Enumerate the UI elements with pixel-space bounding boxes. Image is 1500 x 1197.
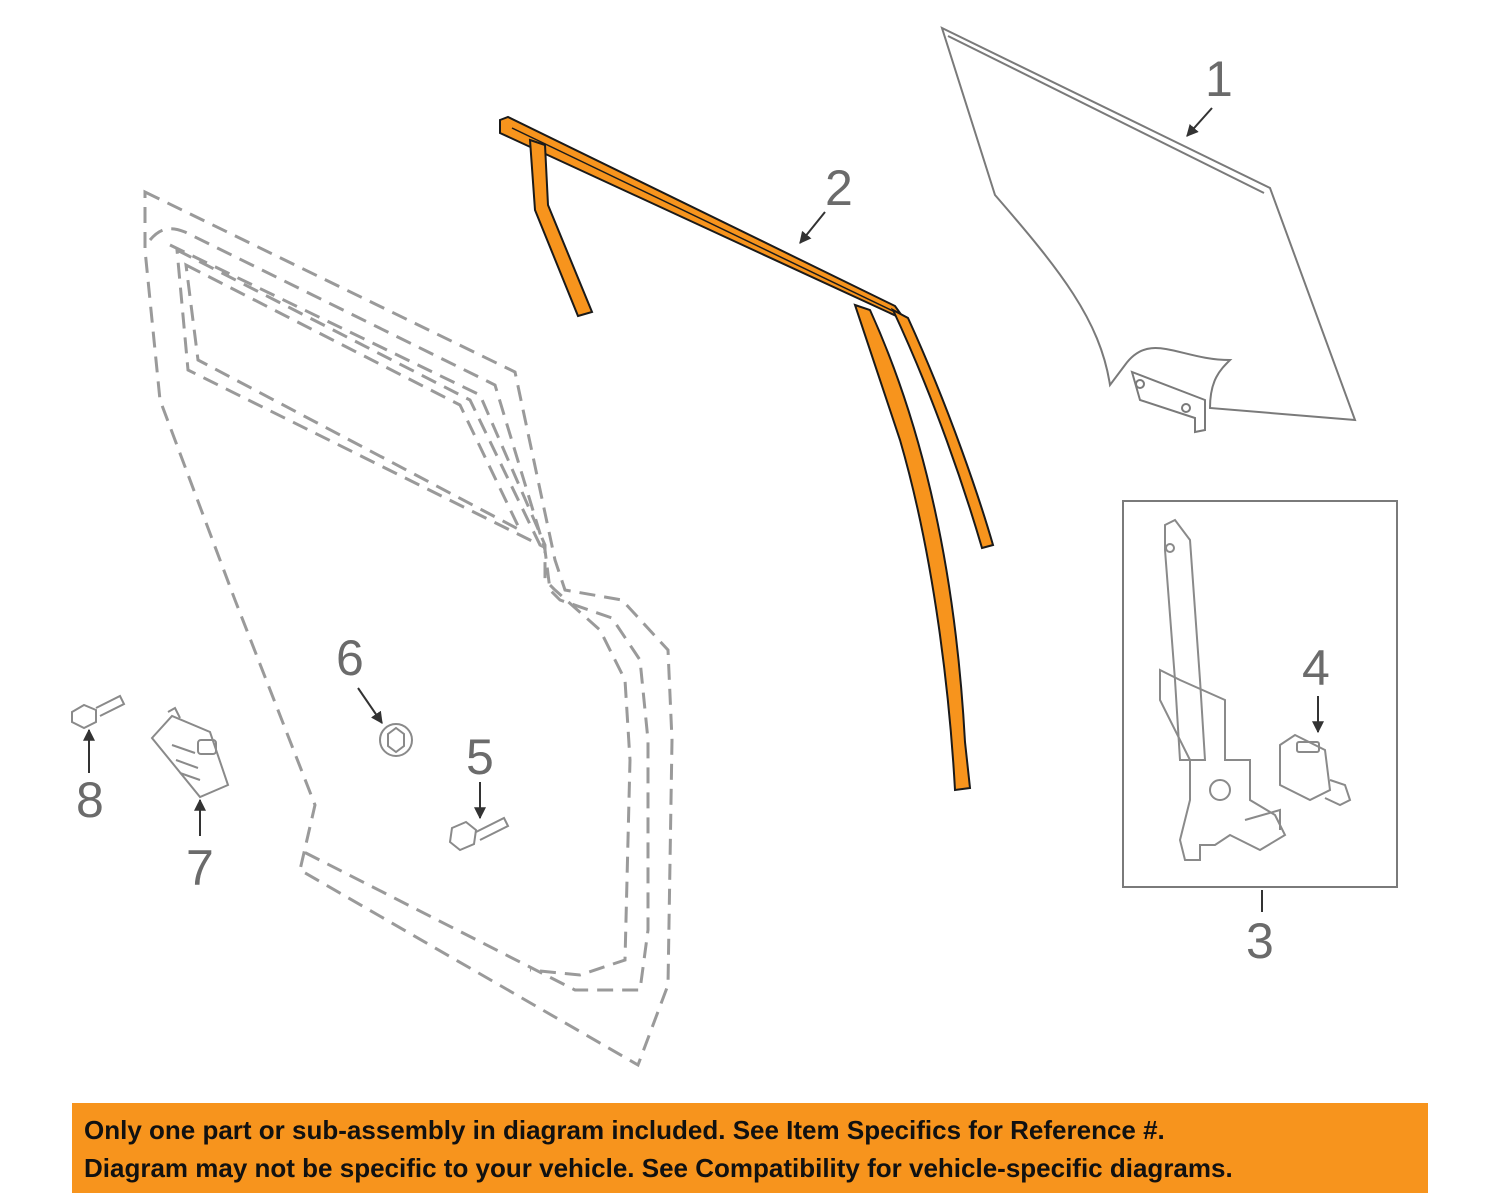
run-channel-rear-outer-leg xyxy=(890,307,995,550)
callout-8: 8 xyxy=(76,772,104,828)
window-motor[interactable] xyxy=(1279,733,1352,807)
door-shell-outline xyxy=(143,189,674,1068)
window-run-channel[interactable] xyxy=(499,115,995,792)
disclaimer-banner: Only one part or sub-assembly in diagram… xyxy=(72,1103,1428,1193)
window-regulator xyxy=(1159,518,1287,861)
callout-1: 1 xyxy=(1205,51,1233,107)
callout-4: 4 xyxy=(1302,640,1330,696)
window-regulator-kit[interactable] xyxy=(1122,500,1398,888)
callout-7: 7 xyxy=(186,840,214,896)
door-lock-module[interactable] xyxy=(150,706,230,799)
run-channel-front-leg xyxy=(528,138,594,318)
run-channel-groove-line xyxy=(511,127,896,313)
run-channel-rear-leg xyxy=(853,303,972,792)
callout-3: 3 xyxy=(1246,913,1274,969)
disclaimer-line-2: Diagram may not be specific to your vehi… xyxy=(84,1153,1233,1183)
bolt-8[interactable] xyxy=(71,694,126,730)
bolt-5[interactable] xyxy=(448,816,510,852)
nut-6[interactable] xyxy=(379,723,413,757)
disclaimer-line-1: Only one part or sub-assembly in diagram… xyxy=(84,1115,1165,1145)
parts-diagram: 1 2 3 4 5 6 7 8 xyxy=(71,26,1398,1068)
leader-lines xyxy=(83,107,1324,912)
run-channel-upper-rail xyxy=(499,115,909,323)
callout-6: 6 xyxy=(336,630,364,686)
callout-5: 5 xyxy=(466,729,494,785)
callout-2: 2 xyxy=(825,160,853,216)
regulator-kit-frame xyxy=(1122,500,1398,888)
door-glass[interactable] xyxy=(940,26,1357,434)
